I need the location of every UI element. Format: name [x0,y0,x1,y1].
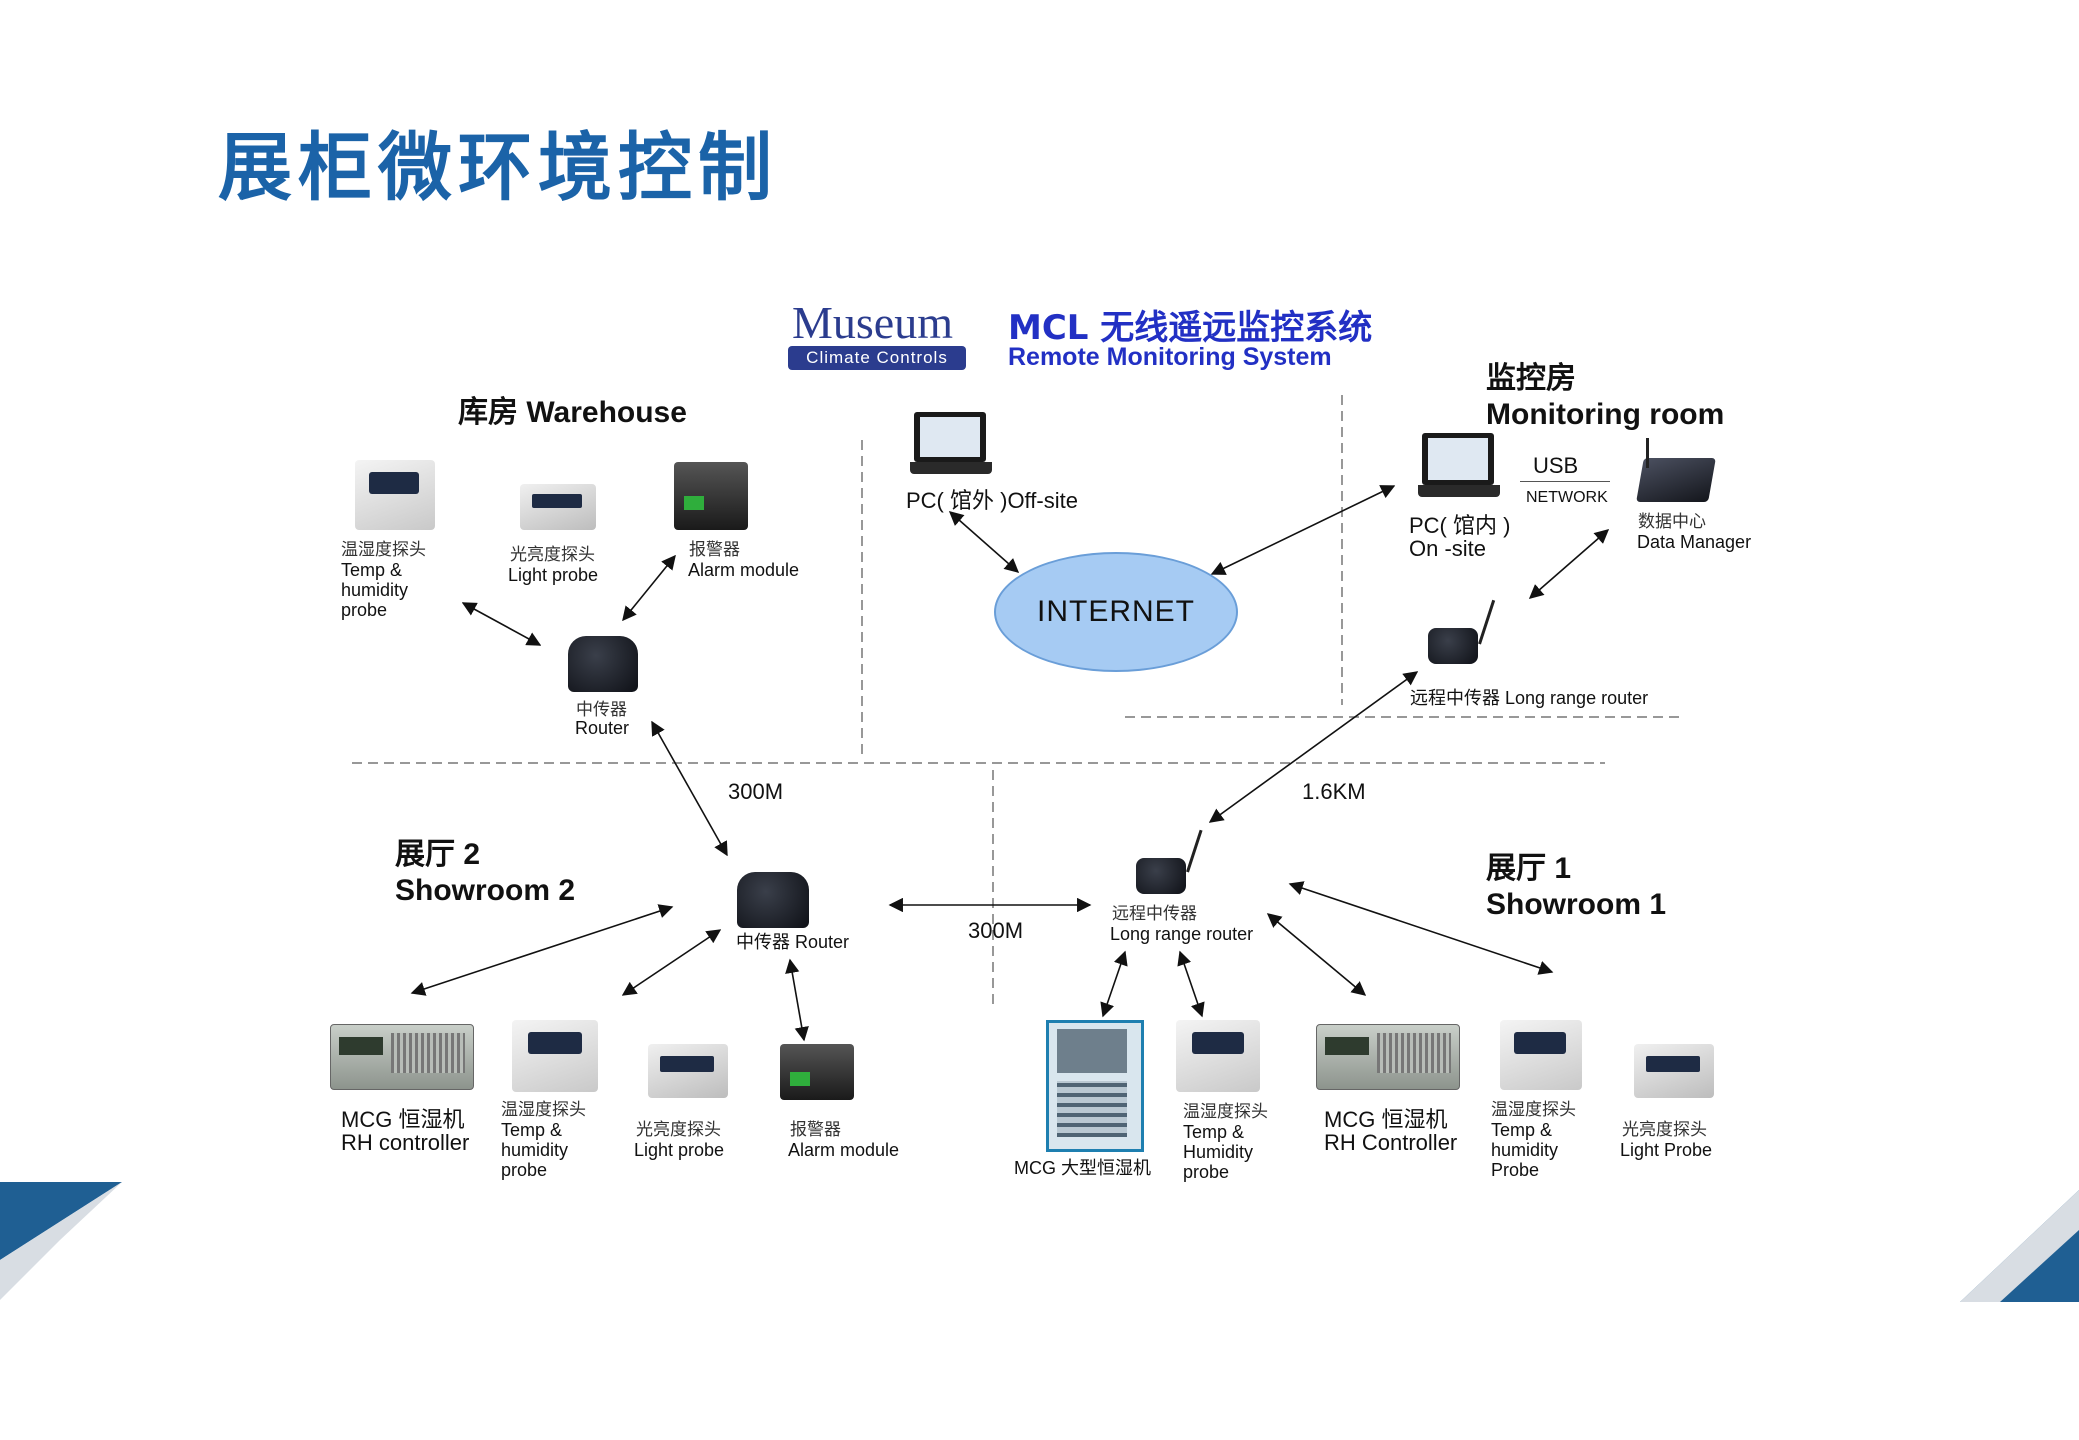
long-range-router-bottom [1130,828,1214,898]
light-probe-device [520,484,596,530]
showroom2-temp-cn: 温湿度探头 [501,1100,586,1120]
showroom2-alarm-device [780,1044,854,1100]
arrow-temp-router [461,602,542,646]
showroom1-title-en: Showroom 1 [1486,888,1667,921]
page-title: 展柜微环境控制 [218,125,778,211]
showroom1-rh-controller-device [1316,1024,1460,1090]
arrow-router-temp [621,929,722,996]
warehouse-light-en: Light probe [508,565,599,585]
offsite-laptop-icon [910,412,992,482]
arrow-lr-bigrh [1100,950,1128,1018]
large-rh-device [1046,1020,1144,1152]
system-subtitle: Remote Monitoring System [1008,343,1332,371]
distance-300m-a: 300M [728,779,784,804]
arrow-lr-rh [1266,913,1367,996]
warehouse-title: 库房 Warehouse [458,396,687,429]
showroom1-rh-2: RH Controller [1324,1130,1458,1155]
showroom2-alarm-en: Alarm module [788,1140,900,1160]
showroom1-lr-cn: 远程中传器 [1112,904,1197,924]
showroom2-light-en: Light probe [634,1140,725,1160]
arrow-lr-temp [1177,950,1205,1018]
showroom1-temp-probe-device [1176,1020,1260,1092]
showroom2-title-en: Showroom 2 [395,874,576,907]
logo-tagline: Climate Controls [788,346,966,370]
showroom2-router-device [737,872,809,928]
long-range-router-top [1420,598,1506,668]
monitoring-title-cn: 监控房 [1486,362,1576,395]
showroom2-router-label: 中传器 Router [736,932,850,952]
arrow-alarm-router [622,554,676,622]
showroom2-light-probe-device [648,1044,728,1098]
showroom2-light-cn: 光亮度探头 [636,1120,721,1140]
showroom1-big-rh: MCG 大型恒湿机 [1014,1158,1151,1178]
showroom1-temp2-1: Temp & [1491,1120,1553,1140]
onsite-pc-label-1: PC( 馆内 ) [1409,513,1511,538]
showroom1-title-cn: 展厅 1 [1486,852,1572,885]
showroom1-lr-en: Long range router [1110,924,1254,944]
showroom2-title-cn: 展厅 2 [395,838,481,871]
warehouse-alarm-en: Alarm module [688,560,800,580]
showroom1-light-en: Light Probe [1620,1140,1713,1160]
warehouse-router-en: Router [575,718,630,738]
arrow-lrrouter-lrrouter [1208,671,1419,823]
monitoring-title-en: Monitoring room [1486,398,1725,431]
rh-controller-device [330,1024,474,1090]
showroom1-temp2-2: humidity [1491,1140,1559,1160]
alarm-module-device [674,462,748,530]
data-manager-cn: 数据中心 [1638,512,1706,532]
long-range-router-top-label: 远程中传器 Long range router [1410,688,1649,708]
network-label: NETWORK [1526,489,1608,506]
internet-cloud: INTERNET [994,552,1238,672]
arrow-dm-lrrouter [1528,529,1610,599]
warehouse-temp-en-2: humidity [341,580,409,600]
system-title: MCL 无线遥远监控系统 [1008,308,1373,348]
data-manager-en: Data Manager [1637,532,1752,552]
museum-logo: Museum Climate Controls [788,297,968,372]
arrow-router-router [651,720,728,857]
onsite-laptop-icon [1418,433,1500,507]
showroom1-temp-3: probe [1183,1162,1230,1182]
distance-300m-b: 300M [968,918,1024,943]
showroom1-rh-1: MCG 恒湿机 [1324,1107,1448,1132]
logo-word: Museum [792,297,953,348]
warehouse-light-cn: 光亮度探头 [510,545,595,565]
warehouse-router-cn: 中传器 [576,700,627,720]
distance-1-6km: 1.6KM [1302,779,1366,804]
usb-label: USB [1533,453,1579,478]
showroom2-rh-2: RH controller [341,1130,470,1155]
showroom2-rh-1: MCG 恒湿机 [341,1107,465,1132]
showroom1-temp2-cn: 温湿度探头 [1491,1100,1576,1120]
showroom1-light-probe-device [1634,1044,1714,1098]
data-manager-device [1632,438,1716,504]
warehouse-temp-cn: 温湿度探头 [341,540,426,560]
showroom2-temp-3: probe [501,1160,548,1180]
showroom1-temp-1: Temp & [1183,1122,1245,1142]
showroom2-temp-2: humidity [501,1140,569,1160]
showroom1-light-cn: 光亮度探头 [1622,1120,1707,1140]
temp-probe-device [355,460,435,530]
offsite-pc-label: PC( 馆外 )Off-site [906,488,1078,513]
router-device [568,636,638,692]
onsite-pc-label-2: On -site [1409,536,1487,561]
warehouse-temp-en-1: Temp & [341,560,403,580]
warehouse-alarm-cn: 报警器 [689,540,740,560]
showroom1-temp2-3: Probe [1491,1160,1540,1180]
arrow-router-alarm [785,958,809,1042]
showroom2-temp-probe-device [512,1020,598,1092]
arrow-lr-temp2 [1288,881,1554,975]
usb-network-divider [1520,481,1610,482]
arrow-offsite-internet [948,511,1020,573]
showroom1-temp-probe2-device [1500,1020,1582,1090]
showroom1-temp-2: Humidity [1183,1142,1254,1162]
arrow-onsite-internet [1210,485,1396,575]
showroom2-alarm-cn: 报警器 [790,1120,841,1140]
showroom2-temp-1: Temp & [501,1120,563,1140]
showroom1-temp-cn: 温湿度探头 [1183,1102,1268,1122]
arrow-router-rh [410,904,674,996]
warehouse-temp-en-3: probe [341,600,388,620]
